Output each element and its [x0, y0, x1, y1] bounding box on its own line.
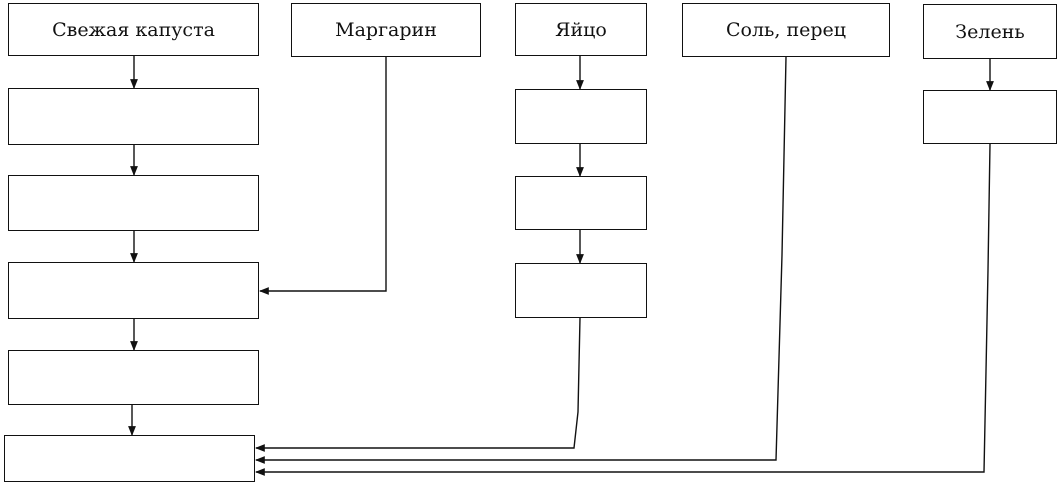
arrow-greens-to-final: [255, 143, 991, 476]
arrow-margarine: [259, 57, 387, 295]
ingredient-label-greens: Зелень: [955, 20, 1025, 43]
final-box: [4, 435, 255, 482]
ingredient-label-margarine: Маргарин: [335, 19, 437, 41]
step-box-egg-1: [515, 89, 647, 144]
step-box-cabbage-4: [8, 350, 259, 405]
ingredient-box-cabbage: Свежая капуста: [8, 3, 259, 56]
ingredient-box-margarine: Маргарин: [291, 3, 481, 57]
arrow-salt-pepper-to-final: [255, 56, 787, 464]
ingredient-label-salt-pepper: Соль, перец: [725, 19, 846, 41]
ingredient-label-cabbage: Свежая капуста: [52, 18, 215, 41]
ingredient-box-greens: Зелень: [923, 4, 1057, 59]
step-box-greens-1: [923, 90, 1057, 144]
step-box-egg-3: [515, 263, 647, 318]
step-box-cabbage-3: [8, 262, 259, 319]
arrow-egg-to-final: [255, 317, 581, 452]
step-box-egg-2: [515, 176, 647, 230]
step-box-cabbage-1: [8, 88, 259, 145]
ingredient-label-egg: Яйцо: [555, 18, 607, 41]
ingredient-box-salt-pepper: Соль, перец: [682, 3, 890, 57]
step-box-cabbage-2: [8, 175, 259, 231]
ingredient-box-egg: Яйцо: [515, 3, 647, 56]
